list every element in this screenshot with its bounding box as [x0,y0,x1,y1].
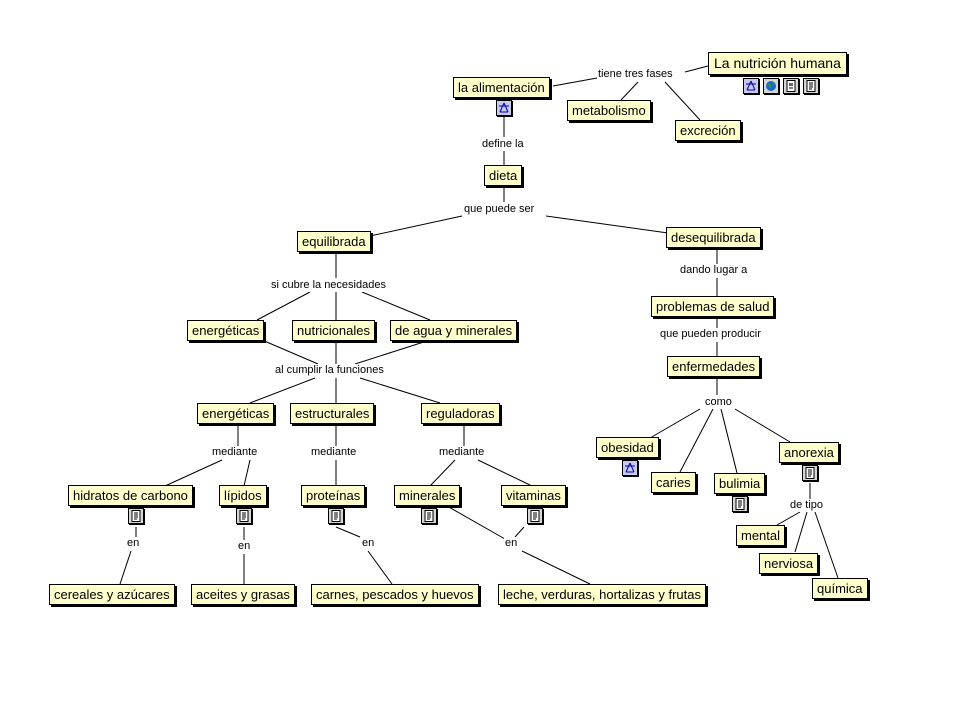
concept-obesidad[interactable]: obesidad [596,437,659,458]
concept-leche[interactable]: leche, verduras, hortalizas y frutas [498,584,706,605]
link-label-que-pueden-producir: que pueden producir [659,328,762,341]
concept-alimentacion[interactable]: la alimentación [453,77,550,98]
concept-cereales[interactable]: cereales y azúcares [49,584,175,605]
link-label-mediante: mediante [310,446,358,459]
web-globe-icon[interactable] [763,78,779,94]
link-label-mediante: mediante [211,446,259,459]
concept-nutricionales[interactable]: nutricionales [292,320,375,341]
link-label-tiene-tres-fases: tiene tres fases [597,68,674,81]
text-document-icon[interactable] [802,465,818,481]
concept-quimica[interactable]: química [812,578,868,599]
concept-proteinas[interactable]: proteínas [301,485,366,506]
concept-map-icon[interactable] [743,78,759,94]
link-label-que-puede-ser: que puede ser [463,203,536,216]
concept-nerviosa[interactable]: nerviosa [759,553,819,574]
concept-map-icon[interactable] [622,460,638,476]
link-label-como: como [704,396,733,409]
link-label-si-cubre: si cubre la necesidades [270,279,387,292]
concept-desequilibrada[interactable]: desequilibrada [666,227,761,248]
link-label-dando-lugar: dando lugar a [679,264,749,277]
concept-agua-minerales[interactable]: de agua y minerales [390,320,518,341]
text-document-icon[interactable] [803,78,819,94]
text-document-icon[interactable] [421,508,437,524]
link-label-en: en [237,540,252,553]
concept-map-title[interactable]: La nutrición humana [708,52,847,75]
link-label-en: en [361,537,376,550]
concept-energeticas-funcion[interactable]: energéticas [197,403,275,424]
link-label-en: en [126,537,141,550]
concept-enfermedades[interactable]: enfermedades [667,356,761,377]
link-label-al-cumplir: al cumplir la funciones [274,364,385,377]
concept-lipidos[interactable]: lípidos [219,485,267,506]
link-label-mediante: mediante [438,446,486,459]
concept-caries[interactable]: caries [651,472,696,493]
concept-vitaminas[interactable]: vitaminas [501,485,566,506]
concept-energeticas-necesidad[interactable]: energéticas [187,320,265,341]
link-label-define-la: define la [481,138,525,151]
link-label-en: en [504,537,519,550]
concept-minerales[interactable]: minerales [394,485,461,506]
text-document-icon[interactable] [128,508,144,524]
concept-carnes[interactable]: carnes, pescados y huevos [311,584,479,605]
link-label-de-tipo: de tipo [789,499,825,512]
concept-metabolismo[interactable]: metabolismo [567,100,651,121]
concept-hidratos[interactable]: hidratos de carbono [68,485,193,506]
concept-mental[interactable]: mental [736,525,786,546]
concept-excrecion[interactable]: excreción [675,120,741,141]
concept-problemas-salud[interactable]: problemas de salud [651,296,775,317]
concept-reguladoras[interactable]: reguladoras [421,403,500,424]
concept-aceites[interactable]: aceites y grasas [191,584,295,605]
text-document-icon[interactable] [527,508,543,524]
text-document-icon[interactable] [236,508,252,524]
concept-map-icon[interactable] [496,100,512,116]
text-document-icon[interactable] [732,496,748,512]
text-document-icon[interactable] [328,508,344,524]
concept-equilibrada[interactable]: equilibrada [297,231,371,252]
concept-dieta[interactable]: dieta [484,165,523,186]
concept-bulimia[interactable]: bulimia [714,473,766,494]
concept-anorexia[interactable]: anorexia [779,442,839,463]
image-document-icon[interactable] [783,78,799,94]
concept-estructurales[interactable]: estructurales [290,403,375,424]
